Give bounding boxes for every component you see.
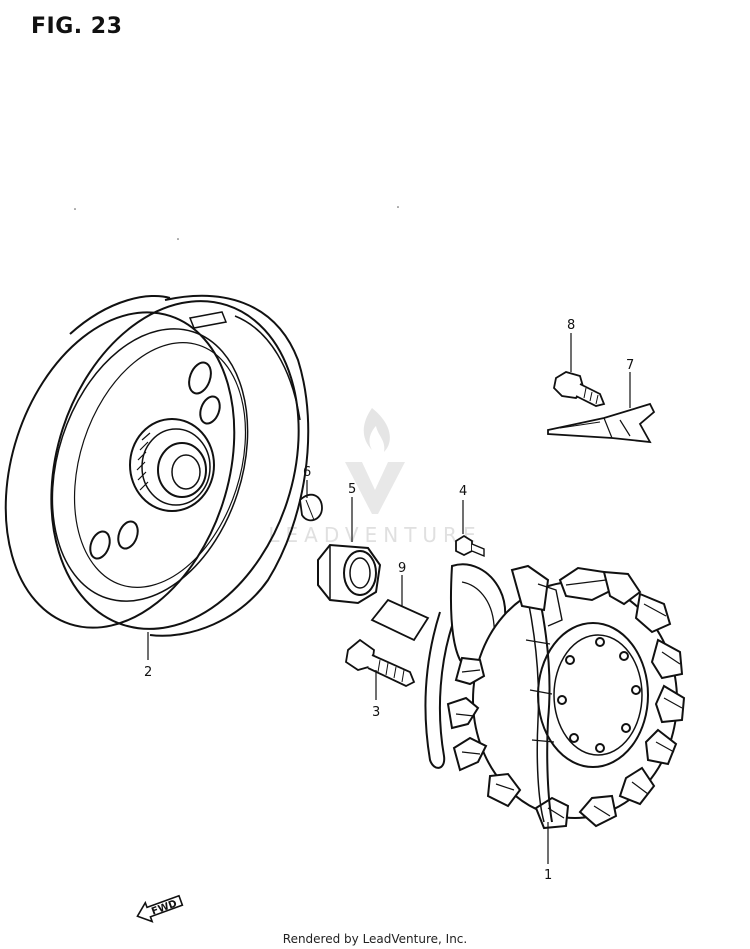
figure-title: FIG. 23	[31, 14, 123, 39]
watermark-text: LEADVENTURE	[268, 523, 481, 547]
callout-2: 2	[144, 665, 152, 680]
watermark-v-icon	[345, 462, 405, 514]
part-8-bolt	[553, 371, 606, 407]
part-4-screw	[455, 534, 485, 558]
part-3-bolt	[345, 638, 416, 688]
scan-dot	[397, 206, 399, 208]
part-9-plate	[370, 598, 430, 642]
part-2-rotor	[4, 294, 310, 637]
callout-9: 9	[398, 561, 406, 576]
fwd-arrow-icon: FWD	[136, 894, 184, 923]
watermark-flame-icon	[363, 408, 390, 452]
callout-6: 6	[303, 465, 311, 480]
footer-credit: Rendered by LeadVenture, Inc.	[282, 932, 468, 946]
part-7-clamp	[547, 402, 656, 444]
callout-4: 4	[459, 484, 467, 499]
part-6-key	[299, 493, 323, 522]
scan-dot	[74, 208, 76, 210]
fwd-label: FWD	[150, 898, 178, 917]
callout-5: 5	[348, 482, 356, 497]
callout-7: 7	[626, 358, 634, 373]
callout-3: 3	[372, 705, 380, 720]
part-5-nut	[317, 543, 382, 605]
callout-1: 1	[544, 868, 552, 883]
callout-8: 8	[567, 318, 575, 333]
watermark: LEADVENTURE	[268, 408, 481, 547]
scan-dot	[177, 238, 179, 240]
part-1-stator	[424, 563, 686, 830]
leader-lines	[147, 333, 631, 864]
